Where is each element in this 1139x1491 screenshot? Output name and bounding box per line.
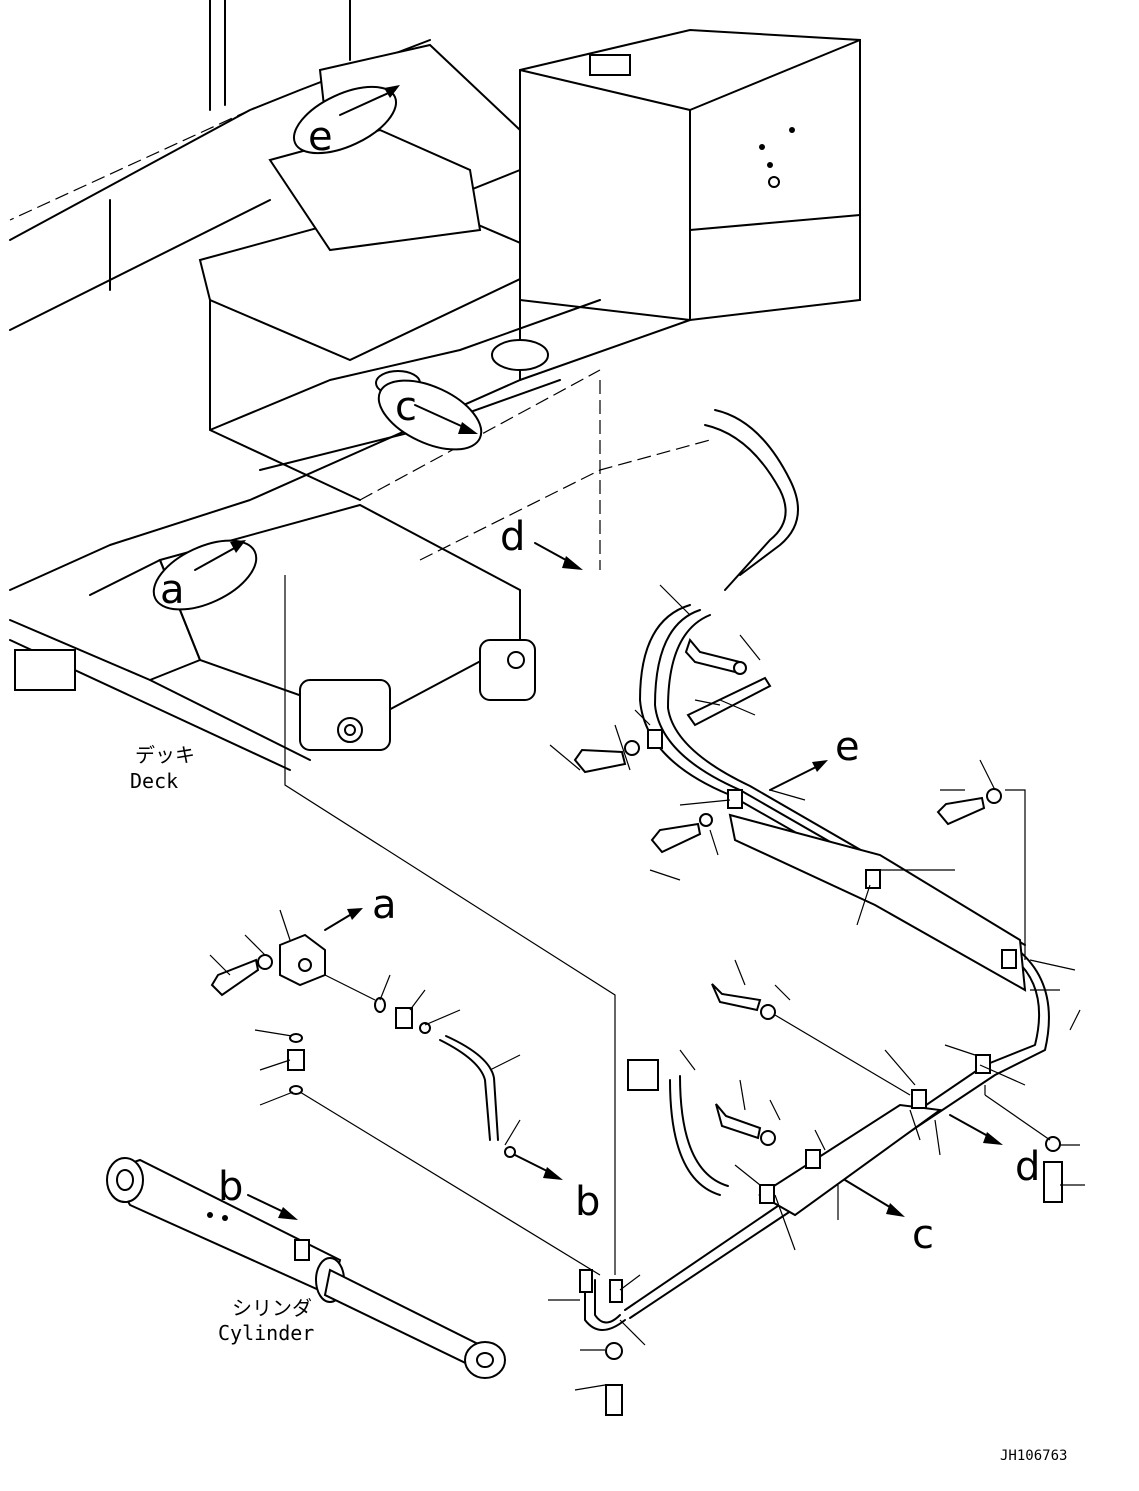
deck-label-jp: デッキ [135, 743, 195, 767]
callout-e-right: e [835, 724, 860, 770]
callout-b-hose: b [575, 1179, 600, 1225]
drawing-code: JH106763 [1000, 1448, 1067, 1464]
callout-a-deck: a [160, 567, 185, 613]
fasteners [573, 637, 1063, 1416]
callout-a-right: a [372, 882, 397, 928]
callout-b-cylinder: b [218, 1164, 243, 1210]
leader-lines [209, 575, 1085, 1391]
callout-e-top: e [308, 114, 333, 160]
callout-d-top: d [500, 514, 525, 560]
callout-arrows [152, 85, 1003, 1220]
valve-block-and-hose [210, 933, 729, 1331]
callout-c-top: c [395, 384, 417, 430]
frame-structure [9, 0, 861, 771]
cylinder-label-jp: シリンダ [232, 1296, 312, 1320]
cylinder-label-en: Cylinder [218, 1321, 314, 1345]
hydraulic-pipe-assembly-upper [624, 409, 1050, 1319]
deck-label-en: Deck [130, 769, 178, 793]
callout-c-right: c [912, 1212, 934, 1258]
hydraulic-cylinder [106, 1157, 506, 1379]
callout-d-right: d [1015, 1144, 1040, 1190]
